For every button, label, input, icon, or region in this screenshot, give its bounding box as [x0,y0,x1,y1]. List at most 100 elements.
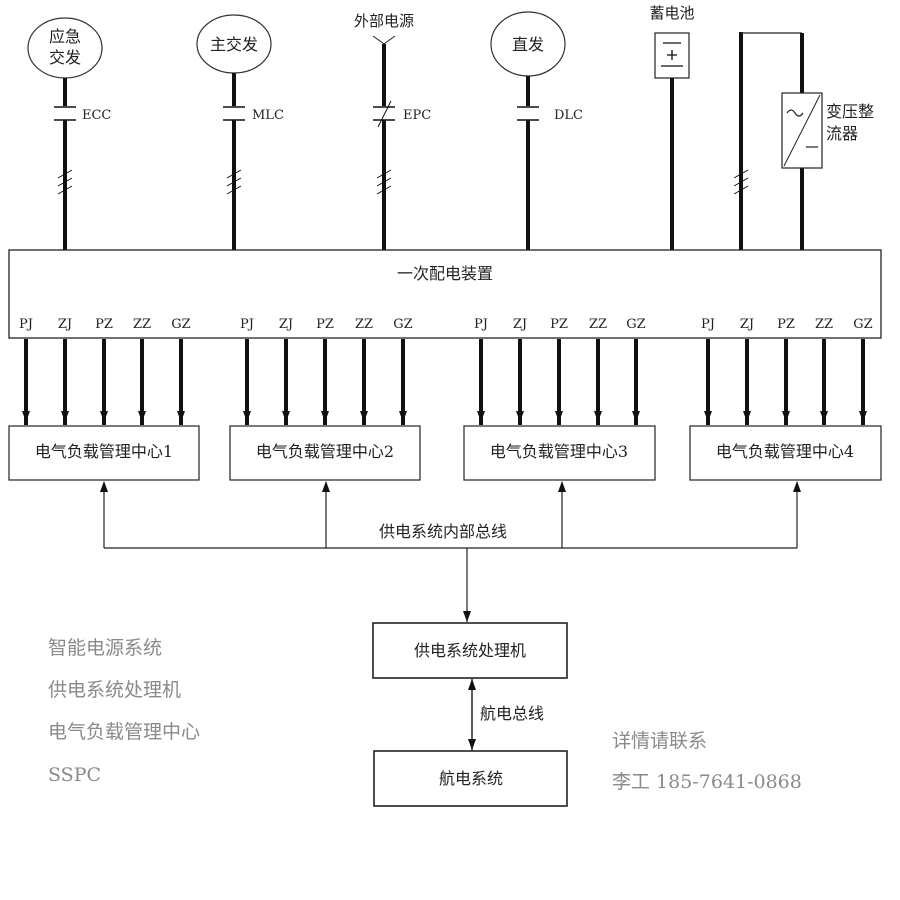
feeder-label: GZ [853,317,872,332]
load-center-label: 电气负载管理中心3 [490,442,628,461]
load-center-4: 电气负载管理中心4 [689,425,882,481]
three-phase-mark-icon [376,169,392,195]
epc-label: EPC [403,108,431,123]
battery-label: 蓄电池 [649,4,694,22]
contactor-icon [515,106,541,121]
arrow-down-icon [100,411,108,422]
load-center-3: 电气负载管理中心3 [463,425,656,481]
emergency-gen-label-2: 交发 [49,48,81,67]
arrow-down-icon [138,411,146,422]
arrow-down-icon [743,411,751,422]
arrow-down-icon [516,411,524,422]
avionics-bus-label: 航电总线 [480,704,544,723]
contactor-icon [52,106,78,121]
load-center-label: 电气负载管理中心2 [256,442,394,461]
feeder-label: ZZ [133,317,151,332]
ecc-label: ECC [82,108,111,123]
arrow-down-icon [594,411,602,422]
arrow-down-icon [782,411,790,422]
load-center-box [463,425,656,481]
feeder-label: ZZ [355,317,373,332]
feeder-label: ZZ [589,317,607,332]
feeder-label: ZJ [740,317,754,332]
avionics-label: 航电系统 [439,769,503,788]
feeder-label: ZJ [513,317,527,332]
feeder-label: PZ [316,317,334,332]
side-note-1: 智能电源系统 [48,637,163,659]
feeder-label: GZ [626,317,645,332]
arrow-down-icon [820,411,828,422]
load-center-label: 电气负载管理中心4 [716,442,854,461]
feeder-label: PZ [550,317,568,332]
arrow-down-icon [632,411,640,422]
processor-label: 供电系统处理机 [414,641,526,660]
dc-generator: 直发 DLC [490,11,583,250]
external-power-label: 外部电源 [354,12,414,30]
feeder-label: PJ [240,317,254,332]
feeder-label: PJ [701,317,715,332]
arrow-down-icon [243,411,251,422]
three-phase-mark-icon [733,169,749,195]
three-phase-mark-icon [226,169,242,195]
feeder-label: PJ [474,317,488,332]
processor-box [372,622,568,679]
contact-line-2: 李工 185-7641-0868 [612,771,802,793]
side-note-4: SSPC [48,764,102,786]
main-gen-label: 主交发 [210,35,258,54]
feeder-label: ZZ [815,317,833,332]
feeder-label: GZ [393,317,412,332]
arrow-down-icon [360,411,368,422]
contactor-icon [221,106,247,121]
internal-bus [103,482,798,622]
arrow-down-icon [61,411,69,422]
ac-wave-icon [786,109,804,117]
battery: 蓄电池 [649,4,695,250]
arrow-down-icon [177,411,185,422]
bus-arrow-icons [100,481,801,622]
main-generator: 主交发 MLC [196,14,284,250]
feeder-label: PZ [777,317,795,332]
side-note-2: 供电系统处理机 [48,679,182,701]
load-center-box [689,425,882,481]
plug-icon [372,35,396,45]
arrow-down-icon [468,739,476,750]
transformer-rectifier-unit: 变压整 流器 [733,32,874,250]
external-power: 外部电源 EPC [354,12,431,250]
feeder-label: ZJ [58,317,72,332]
emergency-gen-label-1: 应急 [49,27,81,46]
arrow-down-icon [399,411,407,422]
feeder-label: GZ [171,317,190,332]
side-note-3: 电气负载管理中心 [48,721,201,743]
avionics-box [373,750,568,807]
load-center-1: 电气负载管理中心1 [8,425,200,481]
dlc-label: DLC [554,108,583,123]
three-phase-mark-icon [57,169,73,195]
feeder-group: PJ ZJ PZ ZZ GZ PJ ZJ PZ ZZ GZ PJ ZJ PZ ZZ GZ PJ ZJ PZ ZZ GZ [19,317,873,425]
load-center-box [229,425,421,481]
contactor-icon [372,100,396,128]
arrow-up-icon [468,679,476,690]
feeder-label: PZ [95,317,113,332]
primary-distribution-box [8,249,882,339]
arrow-down-icon [321,411,329,422]
feeder-label: PJ [19,317,33,332]
arrow-down-icon [477,411,485,422]
tru-label-2: 流器 [826,124,858,143]
battery-icon [654,32,690,79]
dc-gen-label: 直发 [512,35,544,54]
arrow-down-icon [859,411,867,422]
feeder-label: ZJ [279,317,293,332]
load-center-label: 电气负载管理中心1 [35,442,173,461]
contact-line-1: 详情请联系 [612,730,708,752]
tru-label-1: 变压整 [826,102,874,121]
arrow-down-icon [282,411,290,422]
internal-bus-label: 供电系统内部总线 [379,522,507,541]
emergency-generator: 应急 交发 ECC [27,17,111,250]
arrow-down-icon [22,411,30,422]
load-center-box [8,425,200,481]
arrow-down-icon [704,411,712,422]
primary-distribution-label: 一次配电装置 [397,264,493,283]
load-center-2: 电气负载管理中心2 [229,425,421,481]
mlc-label: MLC [252,108,284,123]
